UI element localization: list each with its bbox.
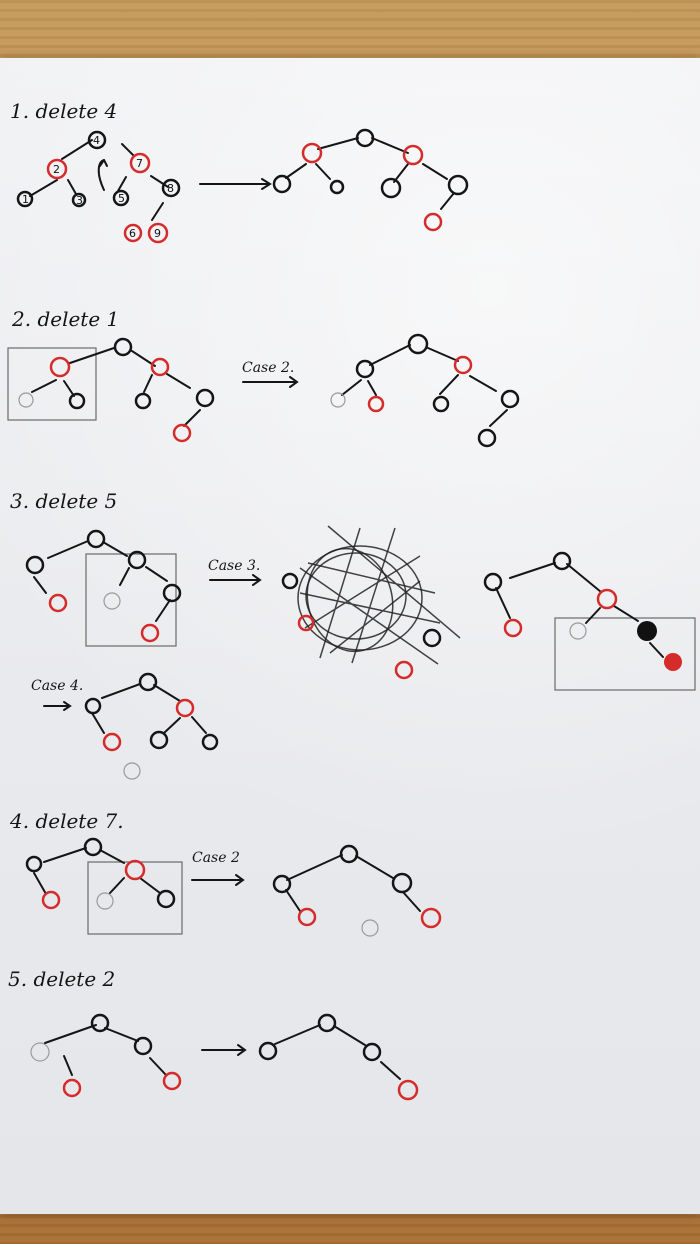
- handwritten-notes: 1. delete 4 4 2 7 1 3 5 8 6 9 2. del: [7, 99, 696, 1101]
- step-5-before-tree: [30, 1013, 182, 1098]
- step-4-before-tree: [25, 837, 183, 935]
- step-1-before-tree: 4 2 7 1 3 5 8 6 9: [16, 130, 181, 244]
- step-5-arrow: [201, 1044, 247, 1056]
- step-2-case-label: Case 2.: [242, 360, 294, 376]
- svg-text:1: 1: [22, 193, 29, 206]
- step-2-arrow: [242, 376, 299, 388]
- svg-text:9: 9: [154, 227, 161, 240]
- svg-text:6: 6: [129, 227, 136, 240]
- step-5-after-tree: [258, 1013, 419, 1101]
- svg-text:5: 5: [118, 192, 125, 205]
- step-4-arrow: [191, 874, 245, 886]
- step-3-arrow: [209, 574, 262, 586]
- svg-text:2: 2: [53, 163, 60, 176]
- step-3-second-arrow: [43, 701, 72, 711]
- step-3-heading: 3. delete 5: [10, 489, 117, 513]
- step-4-heading: 4. delete 7.: [9, 809, 124, 833]
- step-3-case-label: Case 3.: [208, 558, 260, 574]
- svg-text:3: 3: [76, 194, 83, 207]
- step-2-heading: 2. delete 1: [11, 307, 119, 331]
- step-2-after-tree: [330, 333, 520, 448]
- svg-text:8: 8: [167, 182, 174, 195]
- step-1-after-tree: [199, 128, 469, 232]
- step-4-case-label: Case 2: [192, 850, 240, 866]
- step-3-case-4-result-tree: [84, 672, 219, 780]
- svg-text:4: 4: [93, 134, 100, 147]
- step-3-case-3-result-tree: [483, 551, 696, 691]
- step-1-heading: 1. delete 4: [10, 99, 117, 123]
- step-3-crossed-out-scribble: [281, 525, 461, 680]
- step-4-after-tree: [272, 844, 442, 937]
- svg-text:7: 7: [136, 157, 143, 170]
- step-5-heading: 5. delete 2: [8, 967, 115, 991]
- step-3-case-label-2: Case 4.: [31, 678, 83, 694]
- paper-sheet: 1. delete 4 4 2 7 1 3 5 8 6 9 2. del: [0, 58, 700, 1214]
- step-3-before-tree: [25, 529, 182, 647]
- step-2-before-tree: [7, 337, 215, 443]
